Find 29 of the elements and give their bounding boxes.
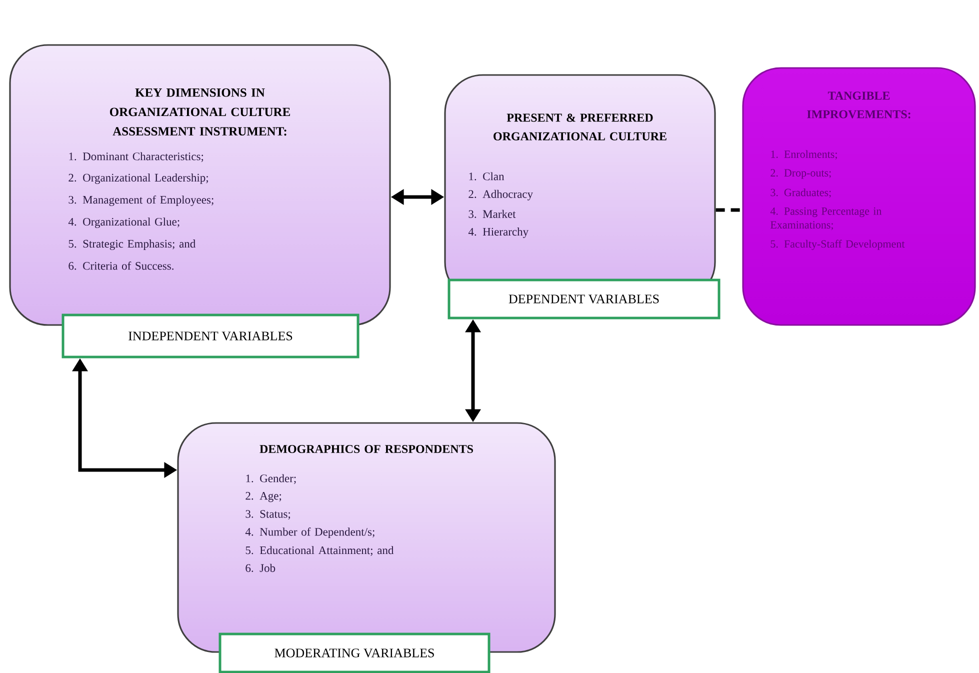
variable-label: INDEPENDENT VARIABLES [62, 314, 360, 358]
list-item: 1. Gender; [246, 474, 296, 484]
list-item: 2. Organizational Leadership; [68, 173, 208, 184]
list-item: 1. Clan [469, 172, 504, 180]
list-item: 6. Job [246, 564, 276, 572]
list-item: 2. Age; [246, 492, 282, 502]
dashed-connector [716, 208, 742, 212]
list-item: 2. Adhocracy [468, 190, 533, 200]
list-item: 5. Educational Attainment; and [246, 546, 394, 556]
list-item: 5. Faculty-Staff Development [770, 240, 905, 250]
list-item: 4. Passing Percentage in Examinations; [770, 207, 882, 230]
list-item: 4. Number of Dependent/s; [245, 528, 374, 538]
list-item: 1. Dominant Characteristics; [69, 152, 204, 162]
heading: KEY DIMENSIONS IN ORGANIZATIONAL CULTURE ASSESSMENT INSTRUMENT: [110, 88, 290, 136]
list-item: 1. Enrolments; [771, 150, 837, 160]
list-item: 3. Management of Employees; [68, 195, 214, 206]
list-item: 2. Drop-outs; [770, 169, 831, 179]
heading: PRESENT & PREFERRED ORGANIZATIONAL CULTURE [494, 114, 666, 140]
list-item: 3. Graduates; [770, 188, 831, 198]
list-item: 5. Strategic Emphasis; and [68, 240, 196, 250]
variable-label: MODERATING VARIABLES [218, 632, 490, 673]
list-item: 3. Status; [246, 510, 290, 520]
heading: TANGIBLE IMPROVEMENTS: [807, 92, 910, 118]
heading: DEMOGRAPHICS OF RESPONDENTS [260, 444, 473, 454]
list-item: 6. Criteria of Success. [68, 262, 174, 270]
variable-label: DEPENDENT VARIABLES [448, 278, 720, 320]
list-item: 4. Hierarchy [468, 228, 529, 238]
list-item: 4. Organizational Glue; [68, 218, 180, 228]
list-item: 3. Market [468, 210, 516, 218]
